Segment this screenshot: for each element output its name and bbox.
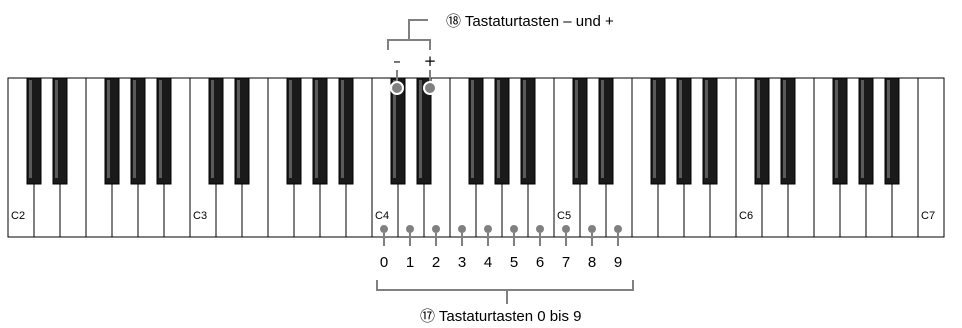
number-key-marker-8 — [588, 225, 596, 233]
black-key-highlight — [29, 80, 32, 178]
minus-plus-bracket — [387, 39, 431, 50]
number-key-marker-4 — [484, 225, 492, 233]
number-key-marker-0 — [380, 225, 388, 233]
number-key-label-6: 6 — [536, 254, 544, 271]
black-key-highlight — [393, 80, 396, 178]
black-key-highlight — [419, 80, 422, 178]
black-key-highlight — [601, 80, 604, 178]
number-key-label-4: 4 — [484, 254, 492, 271]
number-key-label-7: 7 — [562, 254, 570, 271]
black-key-highlight — [211, 80, 214, 178]
number-key-marker-2 — [432, 225, 440, 233]
plus-key-symbol: + — [424, 52, 437, 70]
black-key-highlight — [471, 80, 474, 178]
octave-labels: C2 C3 C4 C5 C6 C7 — [11, 210, 935, 222]
octave-label-c3: C3 — [193, 210, 207, 222]
black-key-highlight — [523, 80, 526, 178]
number-keys-callout: ⑰ Tastaturtasten 0 bis 9 — [376, 280, 634, 325]
black-key-highlight — [835, 80, 838, 178]
black-key-highlight — [107, 80, 110, 178]
black-key-highlight — [575, 80, 578, 178]
black-key-highlight — [237, 80, 240, 178]
minus-plus-leader — [408, 19, 428, 40]
black-key-highlight — [679, 80, 682, 178]
black-key-highlight — [783, 80, 786, 178]
number-keys-callout-label: ⑰ Tastaturtasten 0 bis 9 — [420, 308, 581, 325]
number-key-marker-9 — [614, 225, 622, 233]
black-key-highlight — [341, 80, 344, 178]
number-key-label-8: 8 — [588, 254, 596, 271]
number-keys-bracket — [376, 280, 634, 291]
number-key-marker-1 — [406, 225, 414, 233]
black-key-highlight — [705, 80, 708, 178]
black-key-highlight — [861, 80, 864, 178]
black-key-highlight — [653, 80, 656, 178]
number-key-markers: 0 1 2 3 4 5 6 7 8 9 — [380, 225, 622, 271]
minus-plus-callout-label: ⑱ Tastaturtasten – und + — [446, 13, 614, 30]
octave-label-c7: C7 — [921, 210, 935, 222]
black-key-highlight — [757, 80, 760, 178]
white-key-c7 — [917, 77, 945, 238]
black-keys — [26, 77, 900, 185]
plus-key-marker — [423, 81, 437, 95]
number-key-label-9: 9 — [614, 254, 622, 271]
black-key-highlight — [887, 80, 890, 178]
number-key-marker-3 — [458, 225, 466, 233]
number-key-label-0: 0 — [380, 254, 388, 271]
octave-label-c5: C5 — [557, 210, 571, 222]
number-key-label-5: 5 — [510, 254, 518, 271]
number-key-marker-5 — [510, 225, 518, 233]
black-key-highlight — [159, 80, 162, 178]
number-key-label-2: 2 — [432, 254, 440, 271]
number-key-marker-6 — [536, 225, 544, 233]
black-key-highlight — [133, 80, 136, 178]
black-key-highlight — [289, 80, 292, 178]
octave-label-c6: C6 — [739, 210, 753, 222]
number-key-label-3: 3 — [458, 254, 466, 271]
minus-key-marker — [390, 81, 404, 95]
octave-label-c4: C4 — [375, 210, 389, 222]
minus-key-symbol: – — [393, 52, 401, 70]
number-key-label-1: 1 — [406, 254, 414, 271]
minus-plus-callout: ⑱ Tastaturtasten – und + – + — [387, 13, 614, 95]
octave-label-c2: C2 — [11, 210, 25, 222]
black-key-highlight — [497, 80, 500, 178]
black-key-highlight — [55, 80, 58, 178]
number-key-marker-7 — [562, 225, 570, 233]
black-key-highlight — [315, 80, 318, 178]
